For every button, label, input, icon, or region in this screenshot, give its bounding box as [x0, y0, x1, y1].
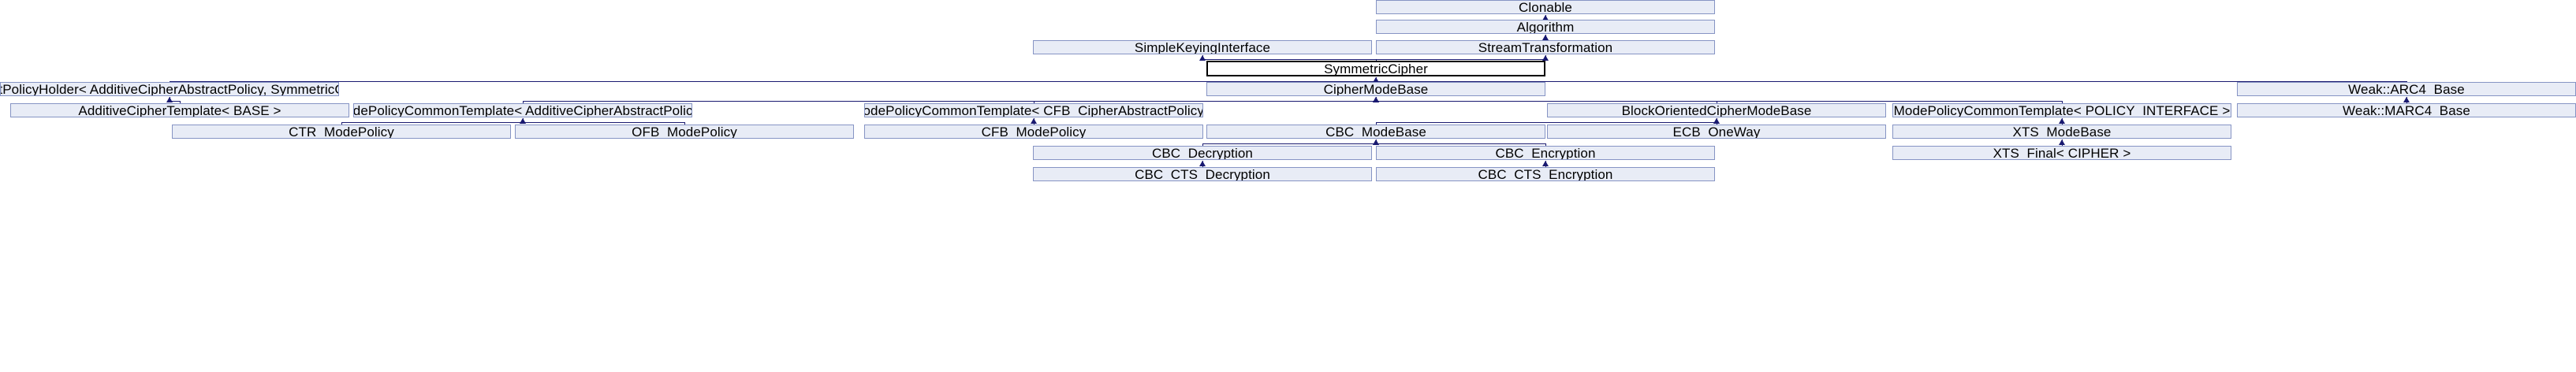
class-node-label: ModePolicyCommonTemplate< CFB_CipherAbst…	[864, 103, 1203, 117]
class-node-modepolicy_additive[interactable]: ModePolicyCommonTemplate< AdditiveCipher…	[353, 103, 692, 117]
inheritance-edge	[1545, 143, 1546, 146]
inheritance-edge	[1202, 55, 1203, 59]
inheritance-edge	[523, 101, 524, 103]
class-node-label: SymmetricCipher	[1324, 61, 1428, 76]
class-node-label: CBC_Decryption	[1151, 146, 1253, 160]
class-node-cbc_decryption[interactable]: CBC_Decryption	[1033, 146, 1372, 160]
class-node-label: CBC_CTS_Encryption	[1478, 167, 1613, 181]
class-node-modepolicy_policyiface[interactable]: ModePolicyCommonTemplate< POLICY_INTERFA…	[1892, 103, 2231, 117]
class-node-label: SimpleKeyingInterface	[1134, 40, 1271, 54]
class-node-label: OFB_ModePolicy	[632, 125, 737, 139]
inheritance-edge	[170, 81, 1376, 82]
inheritance-edge	[2406, 97, 2407, 103]
class-node-algorithm[interactable]: Algorithm	[1376, 20, 1715, 34]
inheritance-edge	[1376, 77, 1377, 81]
inheritance-edge	[1034, 118, 1035, 125]
class-node-label: CBC_Encryption	[1495, 146, 1596, 160]
inheritance-edge	[523, 122, 684, 123]
class-node-label: XTS_Final< CIPHER >	[1993, 146, 2131, 160]
class-node-label: AbstractPolicyHolder< AdditiveCipherAbst…	[0, 82, 338, 96]
inheritance-edge	[1202, 143, 1376, 144]
class-node-label: Clonable	[1519, 0, 1572, 14]
class-node-cbc_modebase[interactable]: CBC_ModeBase	[1206, 125, 1545, 139]
inheritance-edge	[2406, 81, 2407, 82]
class-node-ciphermodebase[interactable]: CipherModeBase	[1206, 82, 1545, 96]
class-node-label: ModePolicyCommonTemplate< AdditiveCipher…	[353, 103, 692, 117]
class-node-label: XTS_ModeBase	[2012, 125, 2112, 139]
class-node-label: CBC_ModeBase	[1325, 125, 1426, 139]
inheritance-edge	[1376, 81, 2406, 82]
inheritance-edge	[1376, 143, 1545, 144]
class-node-streamtransformation[interactable]: StreamTransformation	[1376, 40, 1715, 54]
inheritance-edge	[1202, 59, 1376, 60]
class-node-simplekeyinginterface[interactable]: SimpleKeyingInterface	[1033, 40, 1372, 54]
inheritance-edge	[684, 122, 685, 125]
inheritance-edge	[1376, 122, 1377, 125]
class-node-clonable[interactable]: Clonable	[1376, 0, 1715, 14]
class-node-label: StreamTransformation	[1478, 40, 1613, 54]
class-node-label: Weak::MARC4_Base	[2343, 103, 2470, 117]
inheritance-edge	[1202, 143, 1203, 146]
class-node-weak_arc4_base[interactable]: Weak::ARC4_Base	[2237, 82, 2576, 96]
inheritance-edge	[180, 101, 181, 103]
class-node-label: CipherModeBase	[1323, 82, 1429, 96]
class-node-label: ECB_OneWay	[1672, 125, 1761, 139]
inheritance-edge	[1545, 35, 1546, 40]
class-node-ecb_oneway[interactable]: ECB_OneWay	[1547, 125, 1886, 139]
inheritance-edge	[1376, 59, 1377, 61]
class-node-label: CBC_CTS_Decryption	[1135, 167, 1270, 181]
class-node-label: ModePolicyCommonTemplate< POLICY_INTERFA…	[1893, 103, 2231, 117]
inheritance-edge	[1034, 101, 1376, 102]
class-node-xts_final[interactable]: XTS_Final< CIPHER >	[1892, 146, 2231, 160]
class-node-blockorientedciphermodebase[interactable]: BlockOrientedCipherModeBase	[1547, 103, 1886, 117]
inheritance-edge	[1545, 55, 1546, 59]
class-node-label: Weak::ARC4_Base	[2348, 82, 2465, 96]
inheritance-edge	[1376, 101, 2062, 102]
inheritance-edge	[2062, 140, 2063, 146]
inheritance-edge	[1376, 122, 1717, 123]
class-node-cbc_encryption[interactable]: CBC_Encryption	[1376, 146, 1715, 160]
inheritance-edge	[1545, 15, 1546, 20]
class-node-label: AdditiveCipherTemplate< BASE >	[78, 103, 281, 117]
class-node-ctr_modepolicy[interactable]: CTR_ModePolicy	[172, 125, 511, 139]
class-node-label: Algorithm	[1516, 20, 1575, 34]
inheritance-edge	[1376, 140, 1377, 143]
inheritance-edge	[2062, 101, 2063, 103]
class-node-cfb_modepolicy[interactable]: CFB_ModePolicy	[864, 125, 1203, 139]
class-node-abstractpolicyholder[interactable]: AbstractPolicyHolder< AdditiveCipherAbst…	[0, 82, 339, 96]
inheritance-edge	[170, 101, 180, 102]
inheritance-edge	[523, 101, 1376, 102]
inheritance-edge	[1376, 97, 1377, 101]
class-node-cbc_cts_decryption[interactable]: CBC_CTS_Decryption	[1033, 167, 1372, 181]
class-node-ofb_modepolicy[interactable]: OFB_ModePolicy	[515, 125, 854, 139]
inheritance-edge	[341, 122, 523, 123]
class-node-weak_marc4_base[interactable]: Weak::MARC4_Base	[2237, 103, 2576, 117]
inheritance-edge	[1034, 101, 1035, 103]
inheritance-edge	[1545, 161, 1546, 167]
class-node-xts_modebase[interactable]: XTS_ModeBase	[1892, 125, 2231, 139]
class-node-label: CFB_ModePolicy	[981, 125, 1087, 139]
class-node-label: CTR_ModePolicy	[289, 125, 394, 139]
class-node-additiveciphertemplate[interactable]: AdditiveCipherTemplate< BASE >	[10, 103, 349, 117]
inheritance-edge	[2062, 118, 2063, 125]
class-node-modepolicy_cfb[interactable]: ModePolicyCommonTemplate< CFB_CipherAbst…	[864, 103, 1203, 117]
inheritance-edge	[523, 118, 524, 122]
inheritance-edge	[1202, 161, 1203, 167]
class-node-cbc_cts_encryption[interactable]: CBC_CTS_Encryption	[1376, 167, 1715, 181]
inheritance-edge	[341, 122, 342, 125]
class-node-label: BlockOrientedCipherModeBase	[1621, 103, 1812, 117]
inheritance-edge	[1376, 59, 1545, 60]
class-node-symmetriccipher[interactable]: SymmetricCipher	[1206, 61, 1545, 76]
